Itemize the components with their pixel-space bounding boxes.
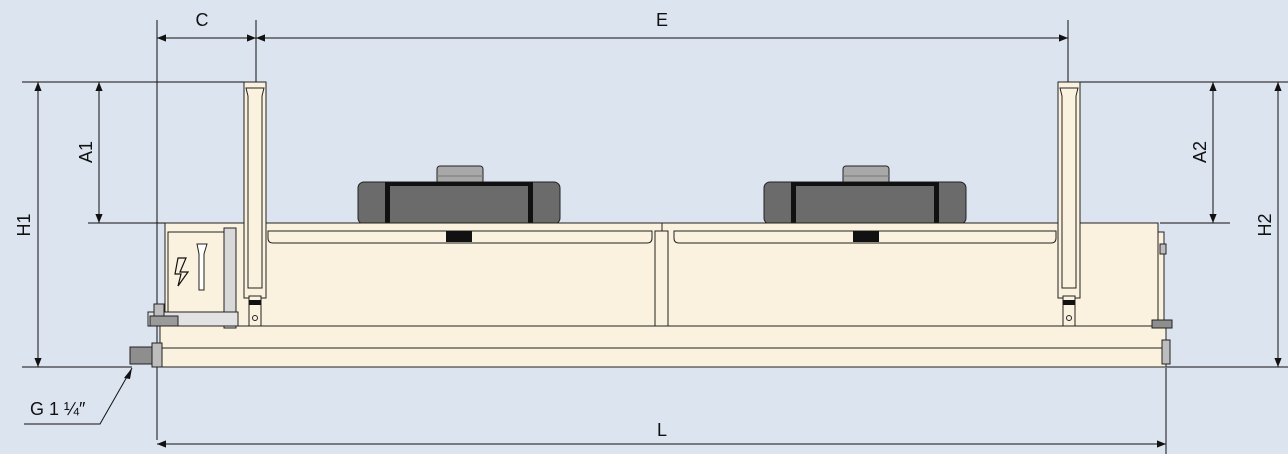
fan-left — [357, 165, 561, 225]
cable-gland-icon — [196, 243, 208, 291]
dimension-lines — [24, 34, 1282, 448]
left-support-leg — [243, 81, 267, 327]
left-pipe-connections — [129, 303, 239, 368]
fan-right — [763, 165, 967, 225]
right-end-details — [1151, 231, 1173, 365]
unit-body — [159, 222, 1167, 368]
connection-leader — [24, 367, 133, 425]
lightning-bolt-icon — [174, 257, 190, 287]
dim-e-label: E — [656, 10, 668, 30]
electrical-box — [167, 227, 237, 329]
dim-c-label: C — [196, 10, 209, 30]
right-support-leg — [1057, 81, 1081, 327]
dim-h2-label: H2 — [1255, 213, 1275, 236]
extension-lines — [22, 20, 1288, 454]
dim-a2-label: A2 — [1190, 141, 1210, 163]
dim-a1-label: A1 — [76, 141, 96, 163]
dim-h1-label: H1 — [14, 213, 34, 236]
connection-leader-arrow — [124, 368, 132, 379]
connection-size-label: G 1 ¼″ — [30, 399, 86, 419]
dim-l-label: L — [657, 420, 667, 440]
